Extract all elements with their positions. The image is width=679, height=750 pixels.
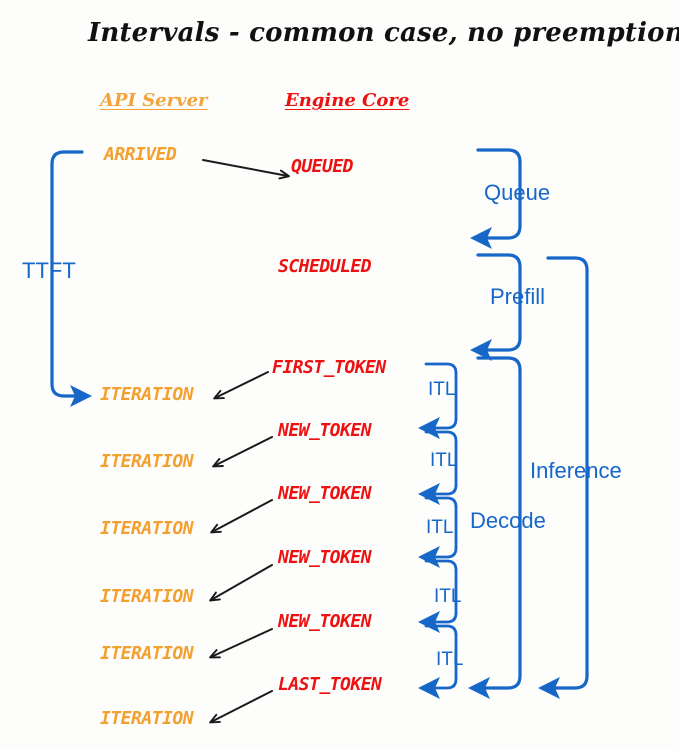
first-token-to-iteration — [213, 371, 269, 400]
state-first-token: FIRST_TOKEN — [272, 357, 386, 378]
ttft-bracket-seg-3 — [50, 382, 78, 398]
itl-bracket-4-seg-3 — [430, 611, 458, 624]
ttft-bracket-seg-1 — [50, 150, 84, 166]
decode-bracket-arrowhead — [468, 677, 490, 699]
inference-bracket-seg-1 — [546, 256, 589, 272]
itl-bracket-5-seg-1 — [424, 624, 458, 637]
black-arrow-group — [202, 159, 290, 724]
itl-bracket-3-seg-3 — [430, 546, 458, 559]
state-new-token-1: NEW_TOKEN — [278, 420, 372, 441]
column-header-engine-core: Engine Core — [285, 90, 410, 111]
label-queue: Queue — [484, 180, 551, 205]
prefill-bracket-seg-3 — [484, 336, 522, 352]
itl-bracket-3-arrowhead — [418, 546, 440, 568]
label-decode: Decode — [470, 508, 546, 533]
state-queued: QUEUED — [291, 156, 354, 177]
itl-bracket-4-seg-1 — [424, 559, 458, 572]
decode-bracket-seg-1 — [476, 356, 522, 372]
itl-bracket-1-seg-1 — [424, 362, 458, 375]
itl-bracket-2-arrowhead — [418, 483, 440, 505]
state-iteration-2: ITERATION — [100, 451, 194, 472]
label-itl-2: ITL — [430, 450, 458, 471]
itl-bracket-2-seg-3 — [430, 483, 458, 496]
queue-bracket-seg-1 — [476, 148, 522, 164]
new-token-4-to-iteration — [209, 628, 273, 659]
state-iteration-4: ITERATION — [100, 586, 194, 607]
state-iteration-1: ITERATION — [100, 384, 194, 405]
inference-bracket-seg-3 — [552, 674, 589, 690]
column-header-api-server: API Server — [100, 90, 208, 111]
new-token-3-to-iteration — [209, 564, 273, 602]
queue-bracket-arrowhead — [470, 227, 492, 249]
itl-bracket-5-arrowhead — [418, 677, 440, 699]
state-arrived: ARRIVED — [104, 144, 177, 165]
label-itl-5: ITL — [436, 649, 464, 670]
label-ttft: TTFT — [22, 258, 76, 283]
state-scheduled: SCHEDULED — [278, 256, 372, 277]
state-iteration-5: ITERATION — [100, 643, 194, 664]
new-token-1-to-iteration — [212, 436, 273, 468]
label-itl-4: ITL — [434, 586, 462, 607]
itl-bracket-1-arrowhead — [418, 417, 440, 439]
ttft-bracket-arrowhead — [70, 385, 92, 407]
state-iteration-6: ITERATION — [100, 708, 194, 729]
itl-bracket-1-seg-3 — [430, 417, 458, 430]
label-prefill: Prefill — [490, 284, 546, 309]
arrived-to-queued — [202, 159, 290, 180]
inference-bracket-arrowhead — [538, 677, 560, 699]
new-token-2-to-iteration — [210, 499, 273, 534]
state-last-token: LAST_TOKEN — [278, 674, 382, 695]
queue-bracket-seg-3 — [484, 224, 522, 240]
label-inference: Inference — [530, 458, 622, 483]
state-new-token-3: NEW_TOKEN — [278, 547, 372, 568]
decode-bracket-seg-3 — [482, 674, 522, 690]
prefill-bracket-seg-1 — [476, 253, 522, 269]
itl-bracket-3-seg-1 — [424, 496, 458, 509]
itl-bracket-2-seg-1 — [424, 430, 458, 443]
state-iteration-3: ITERATION — [100, 518, 194, 539]
label-itl-3: ITL — [426, 517, 454, 538]
itl-bracket-5-seg-3 — [430, 677, 458, 690]
state-new-token-4: NEW_TOKEN — [278, 611, 372, 632]
page-title: Intervals - common case, no preemptions — [88, 18, 679, 48]
state-new-token-2: NEW_TOKEN — [278, 483, 372, 504]
label-itl-1: ITL — [428, 379, 456, 400]
last-token-to-iteration — [209, 690, 273, 724]
itl-bracket-4-arrowhead — [418, 611, 440, 633]
prefill-bracket-arrowhead — [470, 339, 492, 361]
